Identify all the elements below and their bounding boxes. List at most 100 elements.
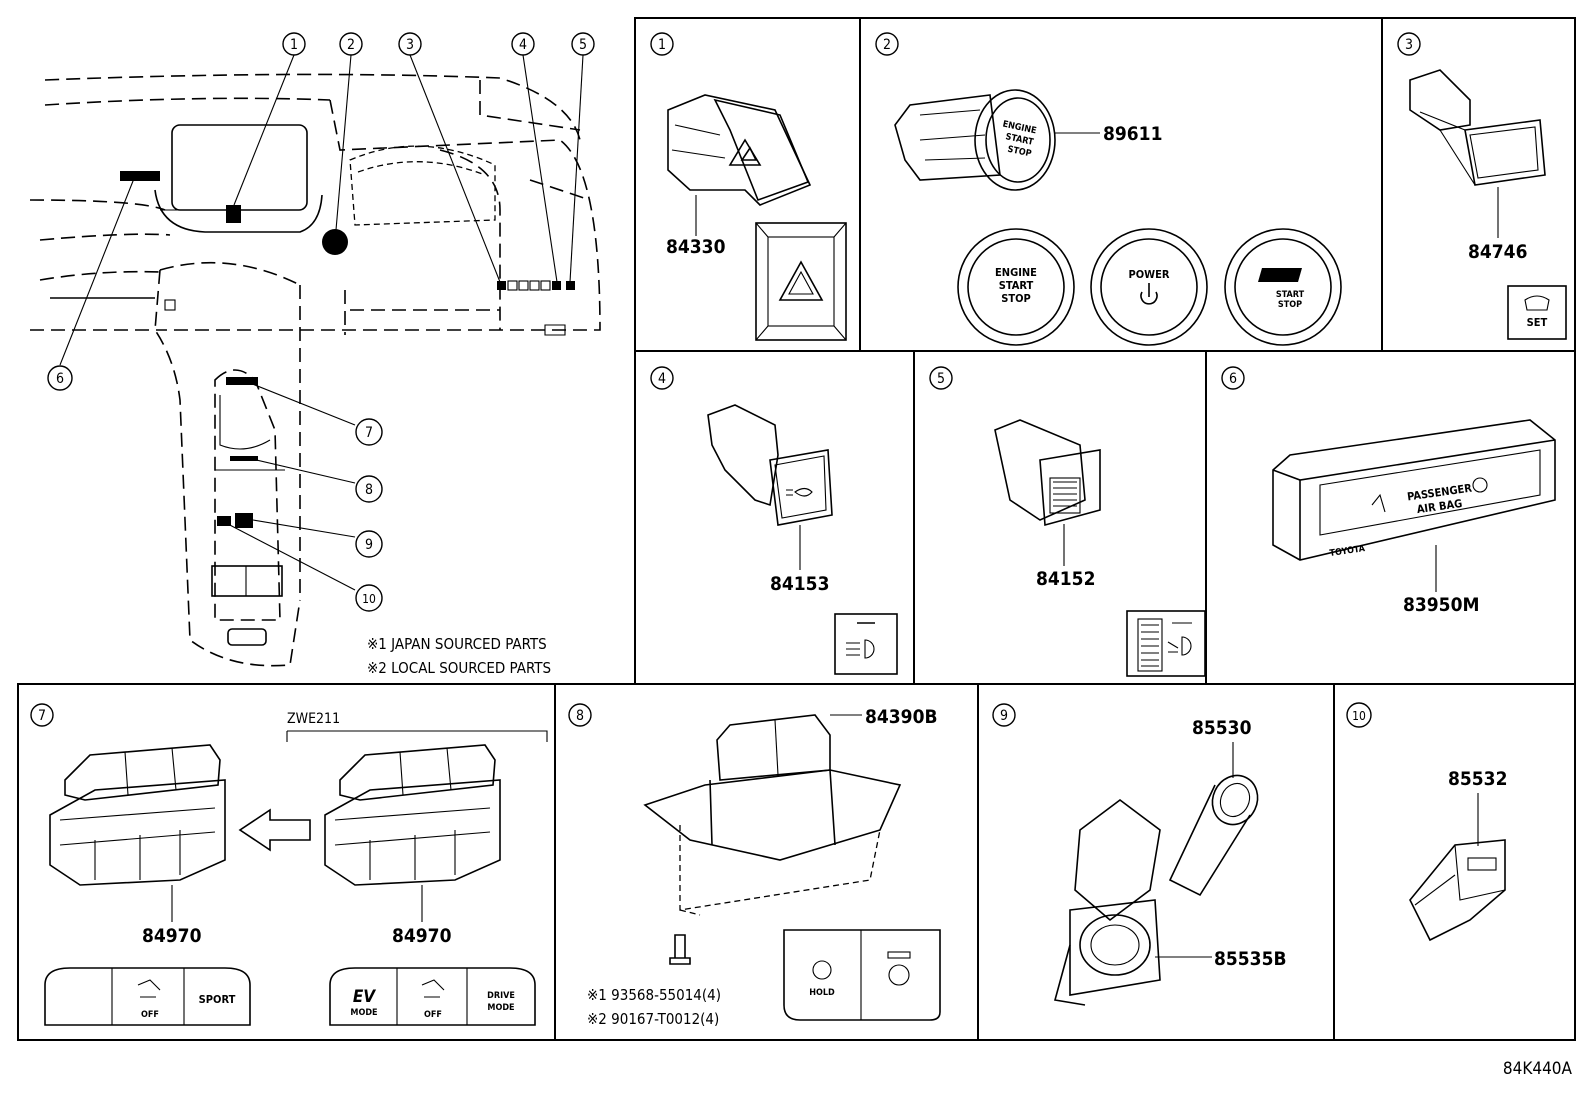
panel-2-number: 2 — [883, 37, 891, 53]
panel-8-number: 8 — [576, 708, 584, 724]
panel-6-number: 6 — [1229, 371, 1237, 387]
btn-gr-line2: STOP — [1278, 300, 1302, 310]
panel-6: 6 PASSENGER AIR BAG TOYOTA 83950M — [1221, 366, 1556, 616]
callout-9: 9 — [355, 530, 383, 558]
face-right: EV MODE OFF DRIVE MODE — [329, 967, 536, 1026]
traction-icon-right — [421, 979, 445, 998]
face-right-ev-mode: MODE — [350, 1008, 377, 1018]
face-left-sport: SPORT — [199, 993, 236, 1006]
overview-callouts: 1 2 3 4 5 6 7 8 9 10 — [47, 32, 595, 612]
parking-switch-face: HOLD — [783, 929, 941, 1021]
panel-8-screw-2: ※2 90167-T0012(4) — [587, 1010, 719, 1028]
traction-icon — [137, 979, 161, 998]
panel-7-part-right: 84970 — [392, 925, 452, 947]
panel-4-part: 84153 — [770, 573, 829, 595]
callout-8: 8 — [355, 475, 383, 503]
btn-gr-line1: START — [1276, 290, 1305, 300]
overview-leaders — [59, 54, 584, 591]
panel-10-number: 10 — [1352, 709, 1366, 723]
panel-5-part: 84152 — [1036, 568, 1095, 590]
face-right-ev: EV — [353, 987, 376, 1007]
face-left: OFF SPORT — [44, 967, 251, 1026]
panel-1: 1 84330 — [650, 32, 847, 341]
note-local: ※2 LOCAL SOURCED PARTS — [367, 659, 551, 677]
callout-3: 3 — [398, 32, 422, 56]
face-left-off: OFF — [141, 1010, 159, 1020]
panel-5: 5 84152 — [929, 366, 1206, 677]
drawing-code: 84K440A — [1503, 1059, 1573, 1079]
note-japan: ※1 JAPAN SOURCED PARTS — [367, 635, 547, 653]
callout-3-text: 3 — [406, 37, 414, 53]
callout-8-text: 8 — [365, 482, 373, 498]
face-right-off: OFF — [424, 1010, 442, 1020]
panel-2-part: 89611 — [1103, 123, 1162, 145]
panel-7-part-left: 84970 — [142, 925, 202, 947]
callout-10: 10 — [355, 584, 383, 612]
panel-6-label-2: AIR BAG — [1416, 497, 1463, 516]
callout-5: 5 — [571, 32, 595, 56]
btn-power-label: POWER — [1129, 268, 1170, 281]
panel-3-number: 3 — [1405, 37, 1413, 53]
callout-6-text: 6 — [56, 371, 64, 387]
panel-6-brand: TOYOTA — [1329, 544, 1366, 559]
panel-5-number: 5 — [937, 371, 945, 387]
callout-2: 2 — [339, 32, 363, 56]
panel-8-part: 84390B — [865, 706, 938, 728]
leveling-wheel-icon — [1141, 624, 1159, 667]
panel-6-part: 83950M — [1403, 594, 1479, 616]
headlight-auto-icon — [846, 639, 875, 659]
headlight-icon — [786, 487, 813, 497]
panel-8-hold: HOLD — [809, 988, 835, 998]
switch-row — [497, 280, 575, 291]
callout-7-text: 7 — [365, 425, 373, 441]
panel-4: 4 84153 — [650, 366, 898, 675]
callout-2-text: 2 — [347, 37, 355, 53]
callout-9-text: 9 — [365, 537, 373, 553]
parking-brake-icon — [888, 964, 910, 986]
airbag-off-icon — [1371, 493, 1386, 513]
panel-3: 3 84746 SET — [1397, 32, 1567, 340]
callout-10-text: 10 — [362, 592, 376, 606]
panel-10: 10 85532 — [1346, 702, 1507, 942]
btn-engine-line2: START — [999, 279, 1034, 292]
callout-4-text: 4 — [519, 37, 527, 53]
btn-engine-line1: ENGINE — [995, 266, 1037, 279]
panel-7-model: ZWE211 — [287, 711, 340, 727]
face-right-drive-mode: MODE — [487, 1003, 514, 1013]
panel-2: 2 ENGINE START STOP 89611 ENGINE START S… — [875, 32, 1342, 346]
btn-power: POWER — [1090, 228, 1208, 346]
panel-8: 8 84390B ※1 93568-55014(4) ※2 90167-T001… — [568, 703, 941, 1028]
panel-9-number: 9 — [1000, 708, 1008, 724]
main-engine-line3: STOP — [1007, 145, 1033, 160]
panel-10-part: 85532 — [1448, 768, 1507, 790]
callout-1: 1 — [282, 32, 306, 56]
airbag-on-icon — [1472, 477, 1488, 493]
arrow-left-icon — [238, 808, 311, 852]
btn-gr-start: START STOP — [1224, 228, 1342, 346]
dashboard-overview — [29, 73, 601, 667]
btn-engine-start: ENGINE START STOP — [957, 228, 1075, 346]
panel-4-number: 4 — [658, 371, 666, 387]
panel-3-part: 84746 — [1468, 241, 1527, 263]
callout-5-text: 5 — [579, 37, 587, 53]
leveling-headlight-icon — [1167, 636, 1192, 656]
power-icon — [1140, 291, 1158, 305]
panel-9-part-top: 85530 — [1192, 717, 1252, 739]
face-right-drive: DRIVE — [487, 991, 515, 1001]
hold-icon — [812, 960, 832, 980]
panel-1-part: 84330 — [666, 236, 726, 258]
btn-engine-line3: STOP — [1001, 292, 1031, 305]
screw-icon — [669, 934, 691, 965]
callout-1-text: 1 — [290, 37, 298, 53]
callout-6: 6 — [47, 365, 73, 391]
panel-8-screw-1: ※1 93568-55014(4) — [587, 986, 721, 1004]
panel-9: 9 85530 85535B — [992, 703, 1287, 1006]
callout-4: 4 — [511, 32, 535, 56]
panel-9-part-bottom: 85535B — [1214, 948, 1287, 970]
panel-1-number: 1 — [658, 37, 666, 53]
callout-7: 7 — [355, 418, 383, 446]
panel-7: 7 ZWE211 84970 84970 OFF SPORT — [30, 703, 548, 1026]
gr-logo-icon — [1258, 268, 1302, 282]
panel-3-icon-label: SET — [1527, 316, 1548, 329]
